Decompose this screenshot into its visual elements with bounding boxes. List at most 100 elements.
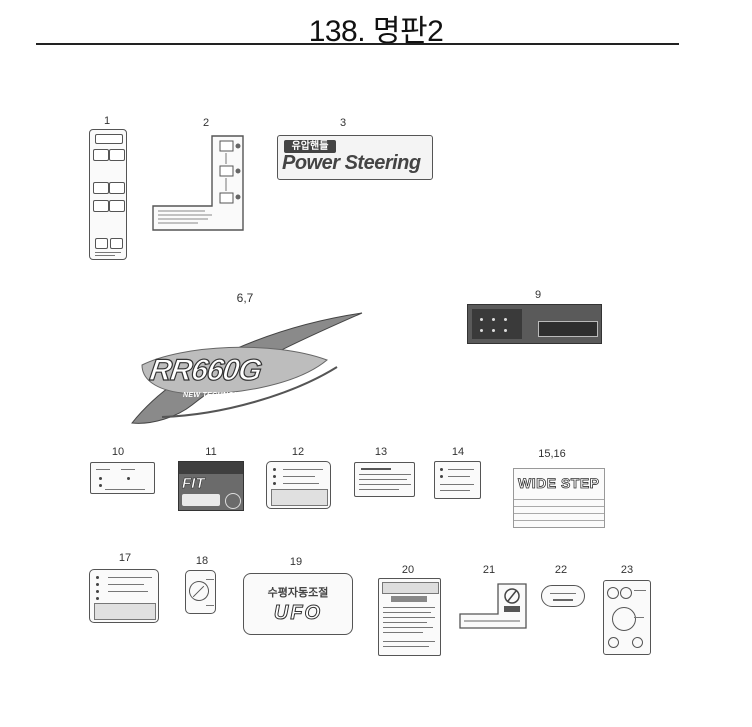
decal-9-label-box [538, 321, 598, 337]
decal-20-warning-plate [378, 578, 441, 656]
decal-13-line [359, 484, 411, 485]
decal-11-header [179, 462, 243, 474]
decal-14-plate [434, 461, 481, 499]
decal-6-7-rr660g-logo [131, 312, 363, 424]
decal-20-line [383, 607, 435, 608]
part-number-20: 20 [401, 564, 415, 576]
decal-23-line [634, 617, 644, 618]
page-title: 138. 명판2 [308, 15, 444, 48]
decal-15-16-wide-step: WIDE STEP [513, 468, 605, 528]
decal-9-panel [472, 309, 522, 339]
decal-17-line [108, 577, 152, 578]
decal-17-line [108, 591, 148, 592]
decal-1-cell [93, 200, 109, 212]
part-number-18: 18 [195, 555, 209, 567]
part-number-3: 3 [339, 117, 347, 129]
decal-12-plate [266, 461, 331, 509]
decal-14-line [440, 484, 474, 485]
knob-icon [632, 637, 643, 648]
decal-10-line [121, 469, 135, 470]
decal-9-dot [504, 329, 507, 332]
decal-12-dot [273, 475, 276, 478]
decal-15-16-stripe [514, 499, 604, 500]
decal-17-dot [96, 590, 99, 593]
part-number-6-7: 6,7 [236, 291, 254, 305]
decal-20-line [383, 627, 433, 628]
decal-14-line [440, 490, 470, 491]
decal-11-fit-badge: FIT [178, 461, 244, 511]
decal-1-cell [110, 238, 123, 249]
decal-20-subhead [391, 596, 427, 602]
decal-13-heading [361, 468, 391, 470]
decal-22-line [550, 593, 576, 594]
part-number-14: 14 [451, 446, 465, 458]
decal-14-dot [440, 475, 443, 478]
decal-13-line [359, 479, 407, 480]
decal-17-box [94, 603, 156, 620]
decal-10-dot [99, 484, 102, 487]
decal-9-dot [492, 318, 495, 321]
decal-14-line [448, 469, 474, 470]
part-number-11: 11 [205, 446, 217, 458]
decal-20-line [383, 612, 431, 613]
decal-1-cell [109, 182, 125, 194]
part-number-12: 12 [291, 446, 305, 458]
decal-18-plate [185, 570, 216, 614]
decal-9-dot [480, 329, 483, 332]
knob-icon [608, 637, 619, 648]
decal-13-line [359, 489, 399, 490]
decal-1-cell [109, 200, 125, 212]
decal-17-dot [96, 576, 99, 579]
decal-17-dot [96, 583, 99, 586]
part-number-23: 23 [620, 564, 634, 576]
decal-6-7-subtext: NEW TECHNOLOGY [183, 392, 255, 399]
decal-14-dot [440, 468, 443, 471]
decal-15-16-stripe [514, 506, 604, 507]
decal-9-dot [504, 318, 507, 321]
decal-1-cell [95, 238, 108, 249]
decal-12-line [283, 469, 323, 470]
decal-10-dot [127, 477, 130, 480]
decal-15-16-text: WIDE STEP [518, 475, 600, 492]
part-number-15-16: 15,16 [538, 448, 566, 460]
decal-18-line [206, 605, 214, 606]
decal-23-control-plate [603, 580, 651, 655]
circle-icon [225, 493, 241, 509]
decal-18-line [206, 579, 214, 580]
decal-19-ufo-plate: 수평자동조절 UFO [243, 573, 353, 635]
decal-12-dot [273, 468, 276, 471]
decal-17-line [108, 584, 144, 585]
title-underline [36, 43, 679, 45]
part-number-9: 9 [534, 289, 542, 301]
part-number-1: 1 [103, 115, 111, 127]
decal-6-7-model-text: RR660G [147, 353, 264, 387]
decal-20-line [383, 632, 423, 633]
decal-21-plate [459, 583, 527, 629]
decal-12-line [283, 483, 319, 484]
part-number-10: 10 [111, 446, 125, 458]
part-number-2: 2 [202, 117, 210, 129]
decal-15-16-stripe [514, 513, 604, 514]
decal-17-plate [89, 569, 159, 623]
decal-22-oval-badge [541, 585, 585, 607]
decal-20-line [383, 646, 429, 647]
knob-icon [620, 587, 632, 599]
part-number-19: 19 [289, 556, 303, 568]
decal-15-16-stripe [514, 520, 604, 521]
decal-1-cell [93, 149, 109, 161]
decal-17-dot [96, 597, 99, 600]
decal-13-line [359, 474, 411, 475]
decal-22-line [553, 599, 573, 601]
part-number-22: 22 [554, 564, 568, 576]
decal-10-line [96, 469, 110, 470]
decal-10-plate [90, 462, 155, 494]
decal-1-gear-plate [89, 129, 127, 260]
decal-1-textline [95, 252, 121, 253]
decal-1-textline [95, 255, 115, 256]
part-number-17: 17 [118, 552, 132, 564]
decal-12-line [283, 476, 315, 477]
decal-20-line [383, 622, 427, 623]
decal-1-cell [109, 149, 125, 161]
decal-9-dot [492, 329, 495, 332]
warning-triangle-icon [382, 582, 439, 594]
